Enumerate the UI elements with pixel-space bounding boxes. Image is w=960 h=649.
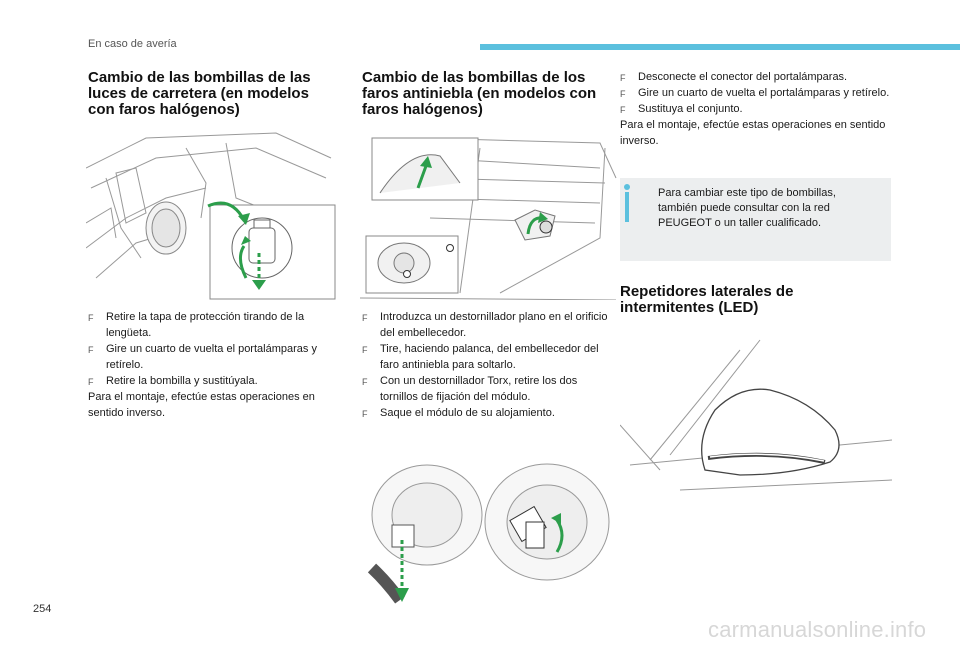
side-mirror-illustration bbox=[620, 339, 892, 491]
bullet-icon: F bbox=[362, 345, 368, 355]
bullet-icon: F bbox=[620, 105, 626, 115]
bullet-icon: F bbox=[88, 313, 94, 323]
info-icon bbox=[624, 184, 630, 190]
fog-lamp-illustration bbox=[360, 137, 617, 300]
bullet-icon: F bbox=[88, 345, 94, 355]
headlamp-illustration bbox=[86, 132, 336, 300]
bullet-icon: F bbox=[362, 313, 368, 323]
bullet-icon: F bbox=[362, 377, 368, 387]
bullet-icon: F bbox=[88, 377, 94, 387]
info-icon-bar bbox=[625, 192, 629, 222]
info-text: Para cambiar este tipo de bombillas, tam… bbox=[658, 187, 836, 229]
fog-lamp-bulb-illustration bbox=[367, 463, 610, 604]
side-repeater-title: Repetidores laterales de intermitentes (… bbox=[620, 283, 794, 316]
bullet-icon: F bbox=[362, 409, 368, 419]
headlamp-bulb-title: Cambio de las bombillas de las luces de … bbox=[88, 69, 311, 118]
reassembly-note: Para el montaje, efectúe estas operacion… bbox=[620, 119, 886, 147]
info-box: Para cambiar este tipo de bombillas, tam… bbox=[620, 178, 891, 261]
section-header-bar bbox=[480, 44, 960, 50]
reassembly-note: Para el montaje, efectúe estas operacion… bbox=[88, 391, 315, 419]
bullet-icon: F bbox=[620, 89, 626, 99]
section-header: En caso de avería bbox=[88, 38, 177, 50]
watermark: carmanualsonline.info bbox=[708, 617, 927, 642]
bullet-icon: F bbox=[620, 73, 626, 83]
page-number: 254 bbox=[33, 603, 52, 615]
fog-lamp-title: Cambio de las bombillas de los faros ant… bbox=[362, 69, 597, 118]
